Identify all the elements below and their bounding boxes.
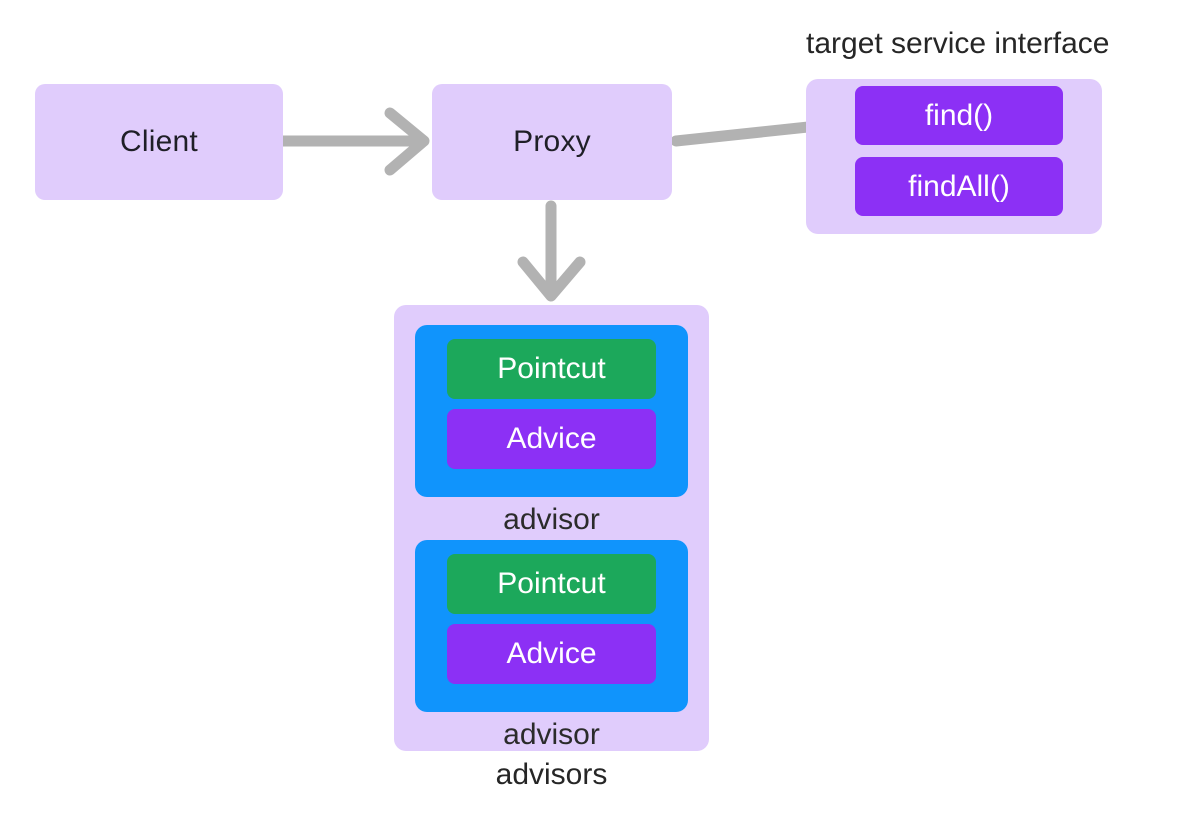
- node-client-label: Client: [120, 125, 198, 158]
- advisor-2-advice[interactable]: Advice: [447, 624, 656, 684]
- node-proxy[interactable]: Proxy: [432, 84, 672, 200]
- group-advisors: Pointcut Advice advisor Pointcut Advice …: [394, 305, 709, 751]
- method-find[interactable]: find(): [855, 86, 1063, 145]
- node-proxy-label: Proxy: [513, 125, 591, 158]
- advisor-2-pointcut-label: Pointcut: [497, 567, 606, 600]
- advisor-2[interactable]: Pointcut Advice: [415, 540, 688, 712]
- method-find-label: find(): [924, 98, 994, 132]
- advisor-2-pointcut[interactable]: Pointcut: [447, 554, 656, 614]
- advisor-1-pointcut-label: Pointcut: [497, 352, 606, 385]
- method-findall-label: findAll(): [908, 169, 1010, 203]
- advisor-1-pointcut[interactable]: Pointcut: [447, 339, 656, 399]
- node-client[interactable]: Client: [35, 84, 283, 200]
- arrow-proxy-to-advisors: [517, 200, 586, 302]
- method-findall[interactable]: findAll(): [855, 157, 1063, 216]
- arrow-client-to-proxy: [277, 107, 430, 176]
- advisor-1-advice[interactable]: Advice: [447, 409, 656, 469]
- advisor-2-advice-label: Advice: [506, 637, 597, 670]
- advisor-1-advice-label: Advice: [506, 422, 597, 455]
- target-service-interface-caption: target service interface: [806, 27, 1110, 60]
- group-target-service-interface: find() findAll(): [806, 79, 1102, 234]
- advisor-1-caption: advisor: [503, 503, 600, 536]
- advisor-1[interactable]: Pointcut Advice: [415, 325, 688, 497]
- advisors-caption: advisors: [495, 758, 608, 791]
- advisor-2-caption: advisor: [503, 718, 600, 751]
